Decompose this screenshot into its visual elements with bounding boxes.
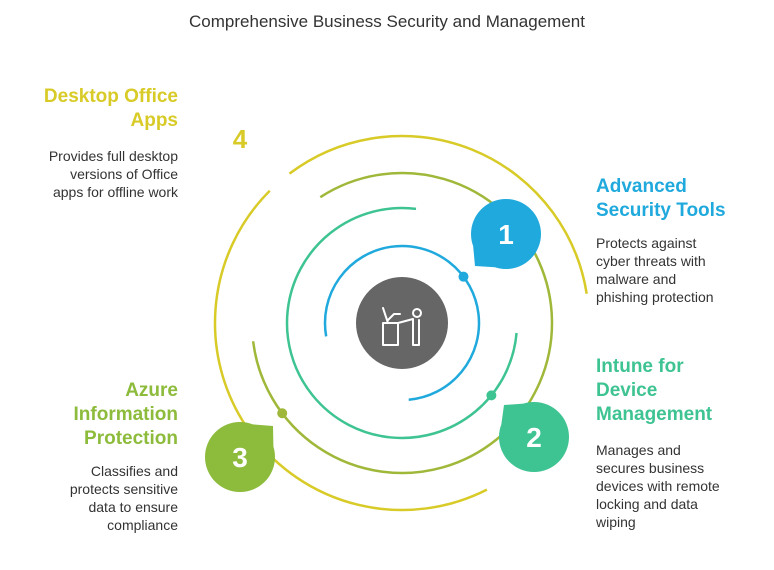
item-3-description: Classifies and protects sensitive data t… bbox=[69, 463, 178, 533]
ring-4-arc-b bbox=[288, 134, 588, 294]
step-bubble-2: 2 bbox=[499, 402, 569, 472]
step-number-1: 1 bbox=[498, 219, 514, 250]
person-at-desk-icon bbox=[382, 307, 422, 346]
step-bubble-1: 1 bbox=[471, 199, 541, 269]
step-number-2: 2 bbox=[526, 422, 542, 453]
center-circle bbox=[356, 277, 448, 369]
item-1-heading: Advanced Security Tools bbox=[596, 176, 726, 221]
diagram-title: Comprehensive Business Security and Mana… bbox=[189, 12, 585, 31]
item-1-description: Protects against cyber threats with malw… bbox=[596, 235, 714, 305]
bubble-circle bbox=[499, 402, 569, 472]
step-bubble-3: 3 bbox=[205, 422, 275, 492]
item-4-heading: Desktop Office Apps bbox=[43, 86, 178, 131]
ring-2-arc bbox=[285, 206, 518, 440]
ring-3-dot bbox=[277, 408, 288, 419]
step-number-4: 4 bbox=[233, 124, 248, 154]
item-4-description: Provides full desktop versions of Office… bbox=[48, 148, 178, 200]
item-2-description: Manages and secures business devices wit… bbox=[596, 442, 720, 530]
ring-3-arc bbox=[251, 171, 554, 475]
step-number-3: 3 bbox=[232, 442, 248, 473]
item-2-heading: Intune for Device Management bbox=[596, 356, 713, 425]
bubble-circle bbox=[471, 199, 541, 269]
ring-1-dot bbox=[458, 271, 469, 282]
ring-2-dot bbox=[486, 390, 497, 401]
bubble-circle bbox=[205, 422, 275, 492]
item-3-heading: Azure Information Protection bbox=[73, 380, 179, 449]
ring-1-arc bbox=[323, 244, 481, 401]
